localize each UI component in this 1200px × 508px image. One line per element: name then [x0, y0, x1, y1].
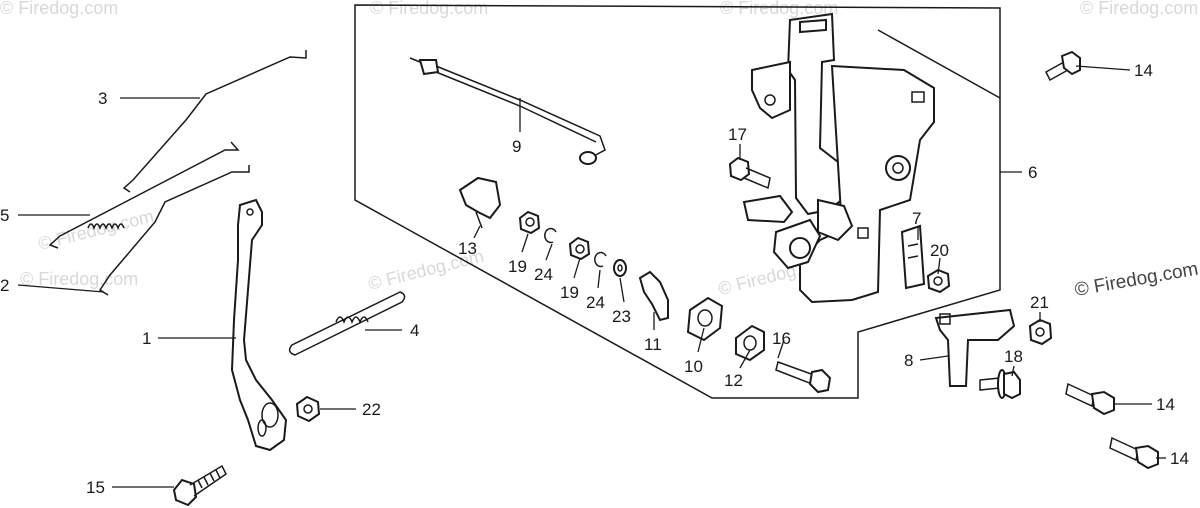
bolt-18 [979, 369, 1021, 400]
leader-lines [17, 65, 1166, 488]
callout-10: 10 [684, 357, 703, 376]
clip-7 [900, 224, 926, 290]
watermark-text: © Firedog.com [20, 269, 138, 289]
callout-3: 3 [98, 89, 107, 108]
callout-7: 7 [912, 209, 921, 228]
watermark-text: © Firedog.com [720, 0, 838, 18]
arm-1 [230, 198, 288, 452]
nut-19b [568, 236, 591, 261]
callout-20: 20 [930, 241, 949, 260]
spring-4 [288, 291, 406, 356]
cam-13-stem [475, 211, 483, 229]
callout-17: 17 [728, 125, 747, 144]
callout-11: 11 [644, 335, 662, 354]
callout-24: 24 [586, 293, 605, 312]
callout-21: 21 [1030, 293, 1049, 312]
bolt-14c [1109, 436, 1159, 470]
callout-14: 14 [1156, 395, 1175, 414]
callout-24: 24 [534, 265, 553, 284]
callout-22: 22 [362, 400, 381, 419]
callout-13: 13 [458, 239, 477, 258]
callout-5: 5 [0, 206, 9, 225]
nut-22 [295, 395, 321, 423]
plate-10 [686, 296, 724, 342]
arm-hole [246, 208, 254, 216]
cam-13 [458, 176, 502, 220]
cam-12 [735, 324, 765, 362]
rod-3 [122, 50, 307, 193]
bolt-17 [728, 156, 771, 190]
callout-19: 19 [508, 257, 527, 276]
link-11 [638, 270, 669, 322]
callout-14: 14 [1170, 449, 1189, 468]
callout-18: 18 [1004, 347, 1023, 366]
callout-16: 16 [772, 329, 791, 348]
nut-19a [518, 210, 541, 235]
bracket-6 [742, 12, 935, 304]
callout-23: 23 [612, 307, 631, 326]
washer-24b [594, 251, 607, 268]
washer-23 [613, 259, 627, 277]
watermark-text: © Firedog.com [0, 0, 118, 18]
washer-24a [544, 227, 557, 244]
arm-slot [261, 402, 279, 428]
callout-2: 2 [0, 276, 9, 295]
cable-9 [409, 57, 606, 165]
bracket-8 [934, 308, 1016, 387]
callout-1: 1 [142, 329, 151, 348]
spring-4-coil [335, 316, 369, 325]
watermarks: © Firedog.com © Firedog.com © Firedog.co… [0, 0, 1198, 299]
bolt-14a [1045, 50, 1081, 82]
bolt-16 [775, 361, 832, 394]
nut-21 [1028, 318, 1053, 346]
rod-5 [48, 141, 240, 249]
watermark-text: © Firedog.com [370, 0, 488, 18]
rod-2 [98, 165, 250, 296]
callout-15: 15 [86, 478, 105, 497]
spring-5 [87, 223, 125, 231]
callout-labels: 3 5 2 1 4 22 15 9 13 19 24 19 24 23 11 1… [0, 61, 1189, 497]
callout-19: 19 [560, 283, 579, 302]
assembly-6-leader [877, 29, 1001, 99]
assembly-outline [354, 4, 1001, 399]
arm-slot [257, 419, 267, 437]
bolt-15 [172, 464, 227, 507]
callout-9: 9 [512, 137, 521, 156]
watermark-text: © Firedog.com [1080, 0, 1198, 18]
callout-4: 4 [410, 321, 419, 340]
bolt-14b [1065, 382, 1115, 416]
callout-6: 6 [1028, 163, 1037, 182]
callout-14: 14 [1134, 61, 1153, 80]
callout-8: 8 [904, 351, 913, 370]
copyright-text: © Firedog.com [1073, 259, 1200, 301]
callout-12: 12 [724, 371, 743, 390]
